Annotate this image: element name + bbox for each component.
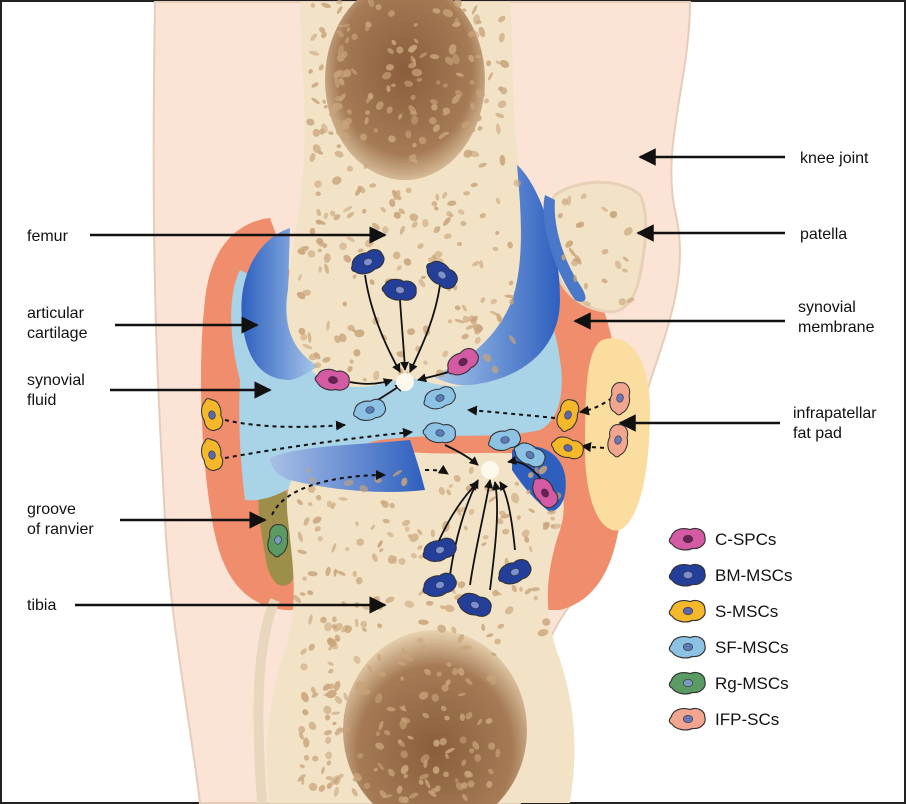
sf_msc-cell-nucleus [683,643,692,650]
bone-spot [398,558,405,565]
bm_msc-cell-nucleus [683,571,692,578]
bone-spot [421,644,427,650]
legend-label: S-MSCs [715,602,778,621]
bone-spot [455,778,458,783]
legend-label: IFP-SCs [715,710,779,729]
legend-swatch-sf-msc [669,636,705,657]
legend-item-sf-msc: SF-MSCs [669,636,788,657]
bone-spot [463,191,470,195]
legend-item-c-spc: C-SPCs [669,528,776,549]
homing-center-upper [396,373,414,391]
legend-swatch-bm-msc [669,564,705,585]
legend-item-s-msc: S-MSCs [669,600,778,621]
bone-spot [460,714,465,722]
legend-item-bm-msc: BM-MSCs [669,564,792,585]
legend-item-ifp-sc: IFP-SCs [669,708,779,729]
homing-center-lower [481,461,499,479]
rg_msc-cell-nucleus [683,679,692,686]
legend-swatch-s-msc [669,600,705,621]
legend-swatch-c-spc [669,528,705,549]
label-femur: femur [27,228,69,245]
legend-item-rg-msc: Rg-MSCs [669,672,788,693]
legend-label: Rg-MSCs [715,674,789,693]
legend-label: SF-MSCs [715,638,789,657]
c_spc-cell-nucleus [683,535,692,542]
s_msc-cell-nucleus [683,607,692,614]
ifp_sc-cell-nucleus [683,715,692,722]
legend-label: BM-MSCs [715,566,792,585]
legend-swatch-ifp-sc [669,708,705,729]
legend-swatch-rg-msc [669,672,705,693]
legend-label: C-SPCs [715,530,776,549]
label-knee-joint: knee joint [800,150,869,167]
label-patella: patella [800,226,847,243]
label-tibia: tibia [27,597,56,614]
